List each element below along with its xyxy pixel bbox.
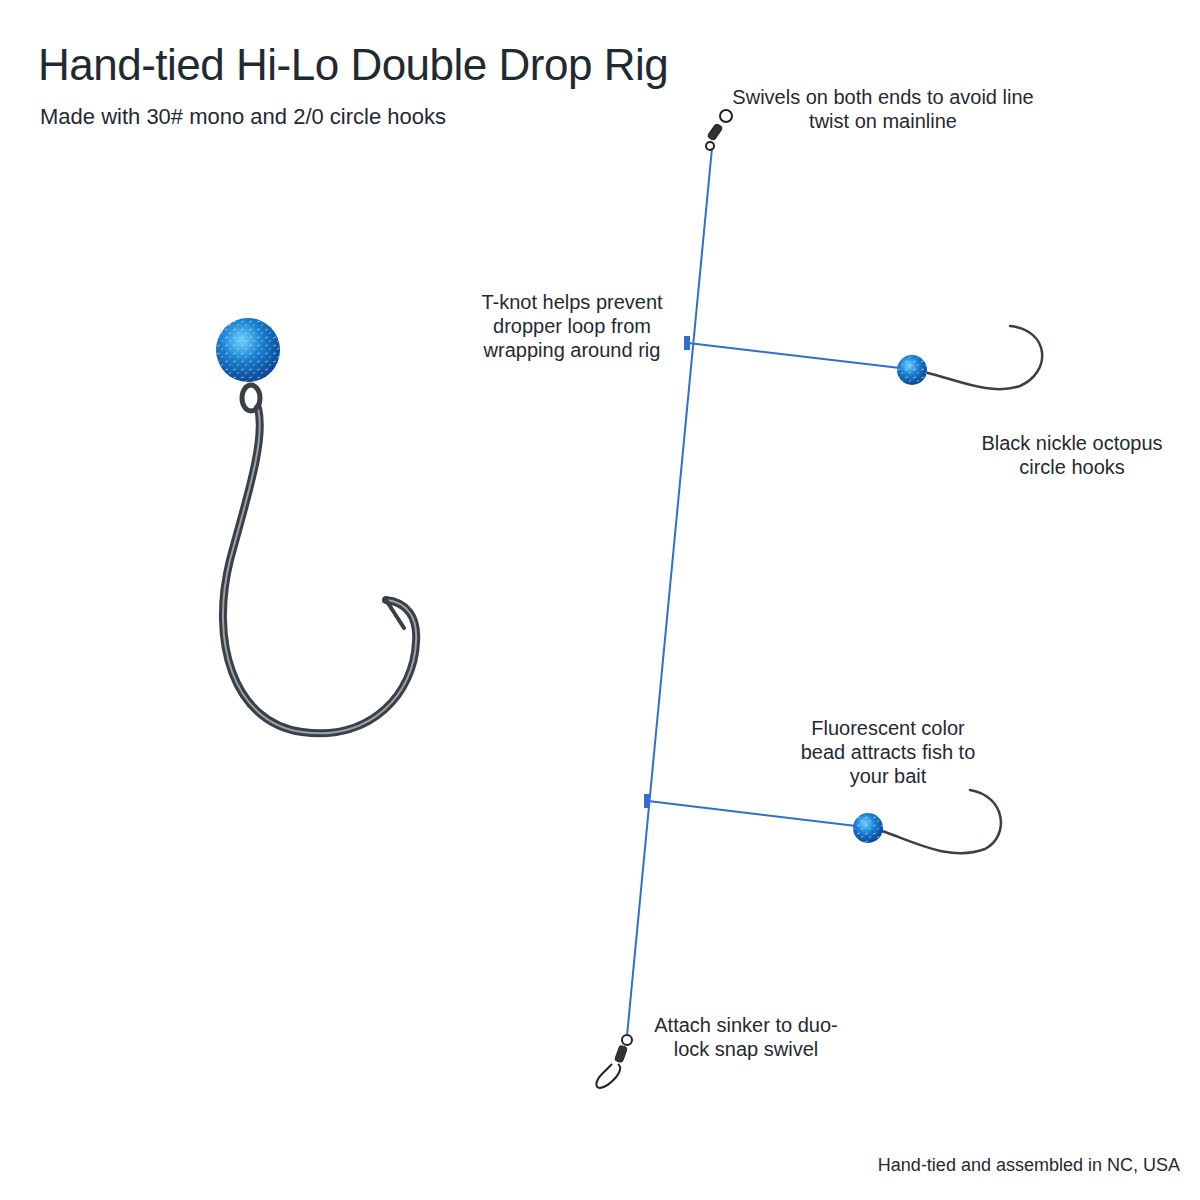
top-swivel xyxy=(706,110,732,150)
t-knot-callout: T-knot helps prevent dropper loop from w… xyxy=(474,290,670,362)
hook-callout: Black nickle octopus circle hooks xyxy=(970,431,1175,479)
diagram-title: Hand-tied Hi-Lo Double Drop Rig xyxy=(38,40,668,90)
snap-swivel xyxy=(596,1035,632,1088)
mainline xyxy=(627,148,712,1036)
bead-callout: Fluorescent color bead attracts fish to … xyxy=(788,716,988,788)
footer-caption: Hand-tied and assembled in NC, USA xyxy=(878,1155,1180,1176)
hook-closeup xyxy=(216,318,416,733)
upper-dropper xyxy=(684,326,1042,389)
swivel-callout: Swivels on both ends to avoid line twist… xyxy=(728,85,1038,133)
subtitle: Made with 30# mono and 2/0 circle hooks xyxy=(40,104,446,130)
lower-dropper xyxy=(644,790,1001,853)
sinker-callout: Attach sinker to duo-lock snap swivel xyxy=(646,1013,846,1061)
